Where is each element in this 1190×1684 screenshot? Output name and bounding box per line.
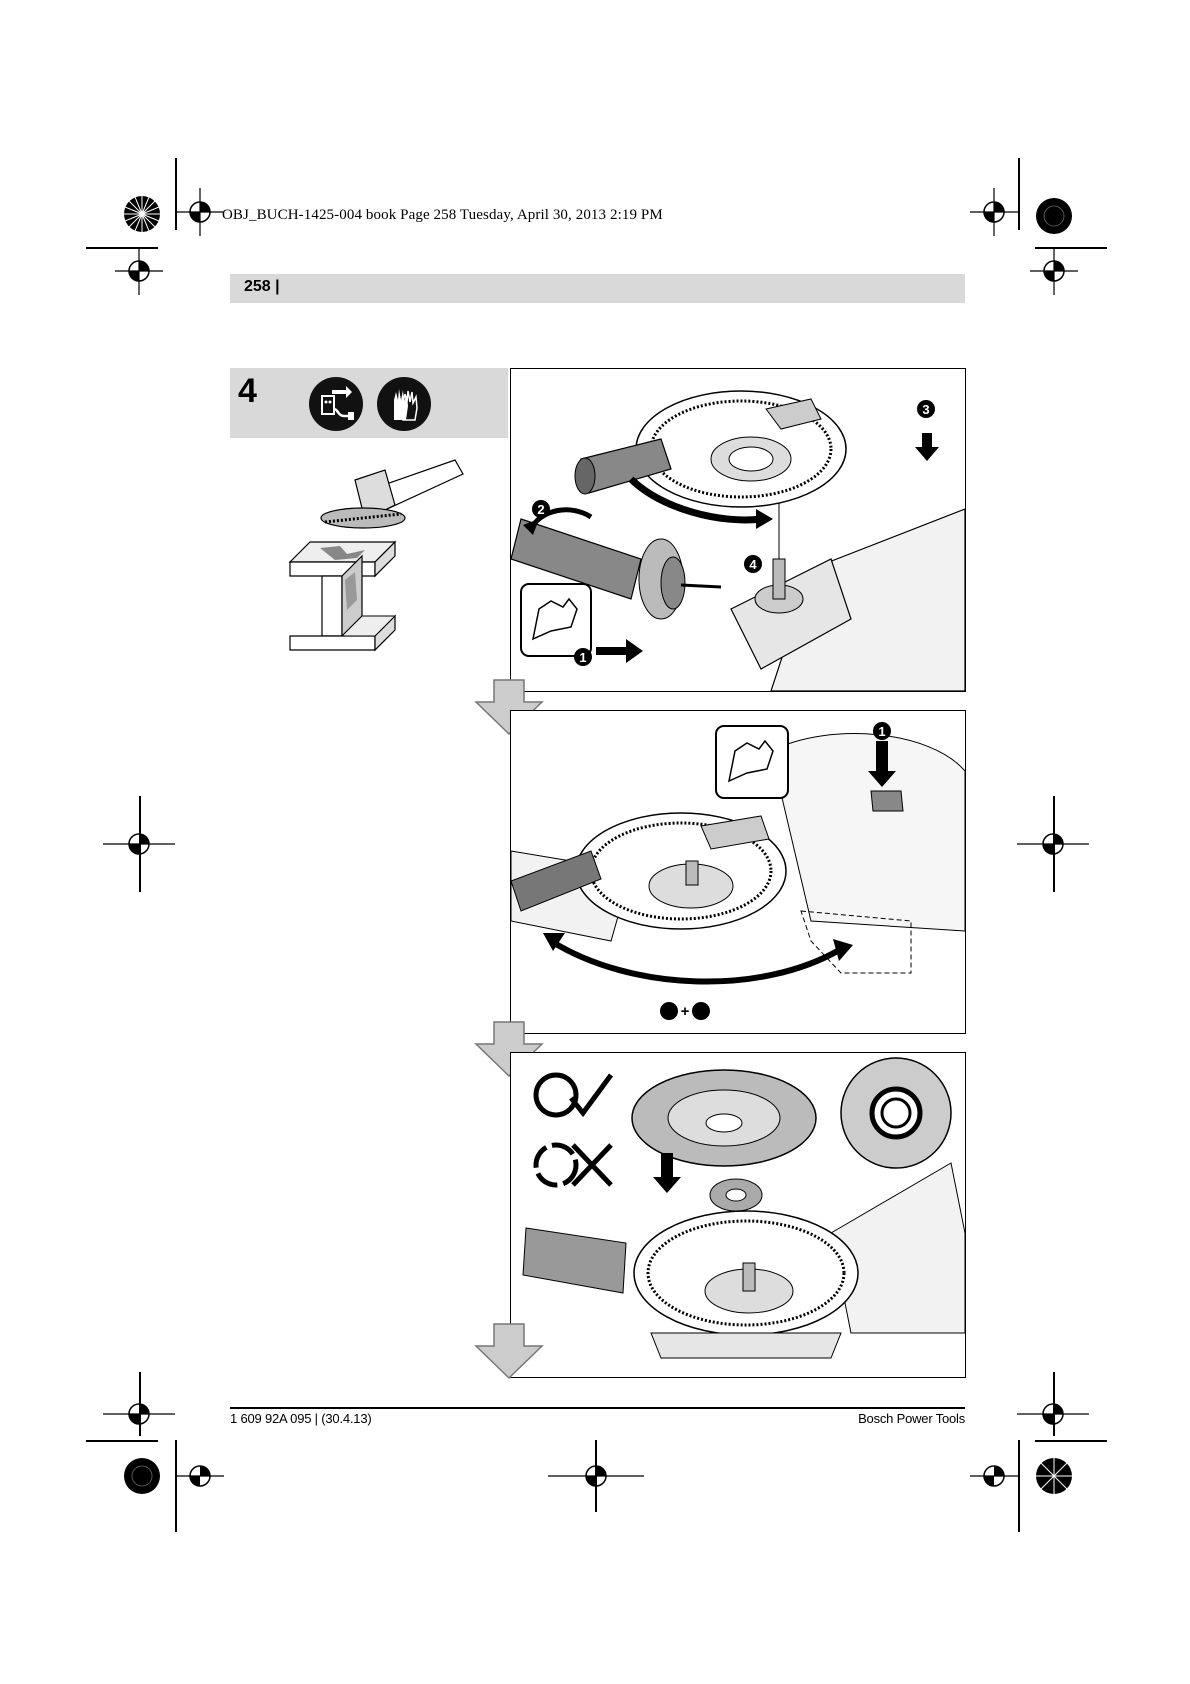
crosshair-icon [176, 1465, 224, 1487]
svg-text:1: 1 [579, 650, 586, 665]
crosshair-icon [970, 1465, 1018, 1487]
svg-text:1 + 2: 1 + 2 [685, 1030, 688, 1032]
footer-doc-number: 1 609 92A 095 | (30.4.13) [230, 1411, 372, 1426]
panel-2: 1 + 1 + 2 [510, 710, 966, 1034]
wrong-rotation-icon [533, 1142, 613, 1188]
panel-3 [510, 1052, 966, 1378]
crosshair-icon [970, 188, 1018, 236]
crosshair-icon [1030, 247, 1078, 295]
crosshair-icon [115, 247, 163, 295]
panel-1: 1 2 3 4 [510, 368, 966, 692]
registration-target-icon [124, 1458, 160, 1494]
correct-rotation-icon [533, 1072, 614, 1118]
callout-1: 1 [873, 722, 891, 740]
svg-text:+: + [681, 1003, 690, 1020]
svg-text:3: 3 [922, 402, 929, 417]
step-number: 4 [238, 372, 257, 410]
callout-2: 2 [532, 500, 550, 518]
registration-target-icon [1036, 1458, 1072, 1494]
callout-4: 4 [744, 555, 762, 573]
panel-2-illustration: 1 + 1 + 2 [511, 722, 965, 1032]
running-header: 258 | [230, 274, 965, 303]
svg-text:1: 1 [878, 724, 885, 739]
page-number: 258 | [244, 278, 280, 295]
gloves-icon [377, 377, 431, 431]
step-header: 4 [230, 368, 508, 438]
unplug-icon [309, 377, 363, 431]
callout-1-plus-2: + 1 + 2 [660, 1002, 710, 1032]
workpiece-illustration [288, 459, 464, 652]
panel-3-illustration [522, 1057, 965, 1359]
footer-brand: Bosch Power Tools [858, 1411, 965, 1426]
registration-target-icon [1036, 198, 1072, 234]
footer-rule [230, 1407, 965, 1409]
callout-3: 3 [917, 400, 935, 418]
callout-1: 1 [574, 648, 592, 666]
flow-arrow-down-icon [474, 1323, 544, 1380]
registration-target-icon [124, 196, 160, 232]
svg-text:2: 2 [537, 502, 544, 517]
crosshair-icon [176, 188, 224, 236]
panel-1-illustration: 1 2 3 4 [511, 390, 965, 691]
print-slug: OBJ_BUCH-1425-004 book Page 258 Tuesday,… [222, 207, 663, 223]
svg-text:4: 4 [749, 557, 757, 572]
